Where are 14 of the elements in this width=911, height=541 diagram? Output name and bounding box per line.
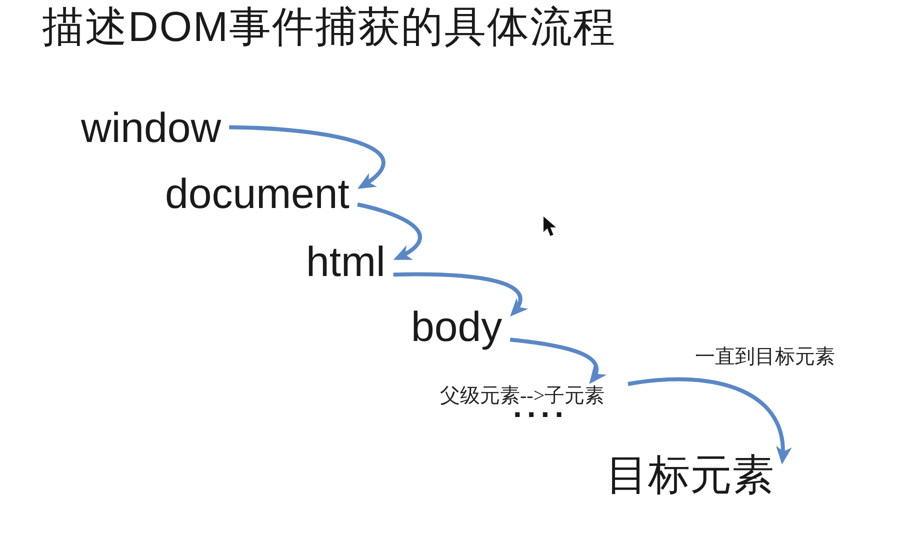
node-label: html (298, 241, 394, 283)
annotation: 父级元素-->子元素 (440, 386, 605, 406)
node-label: body (403, 306, 510, 348)
title: 描述DOM事件捕获的具体流程 (42, 6, 616, 48)
arrow (628, 377, 791, 464)
arrow (510, 338, 606, 384)
edge-label: 一直到目标元素 (693, 347, 837, 367)
arrow (357, 202, 422, 260)
node-label: document (157, 173, 358, 215)
node-label: 目标元素 (598, 454, 782, 496)
node-label: window (73, 107, 230, 149)
arrow (229, 125, 386, 190)
ellipsis: .... (513, 406, 569, 418)
arrow (393, 272, 528, 317)
